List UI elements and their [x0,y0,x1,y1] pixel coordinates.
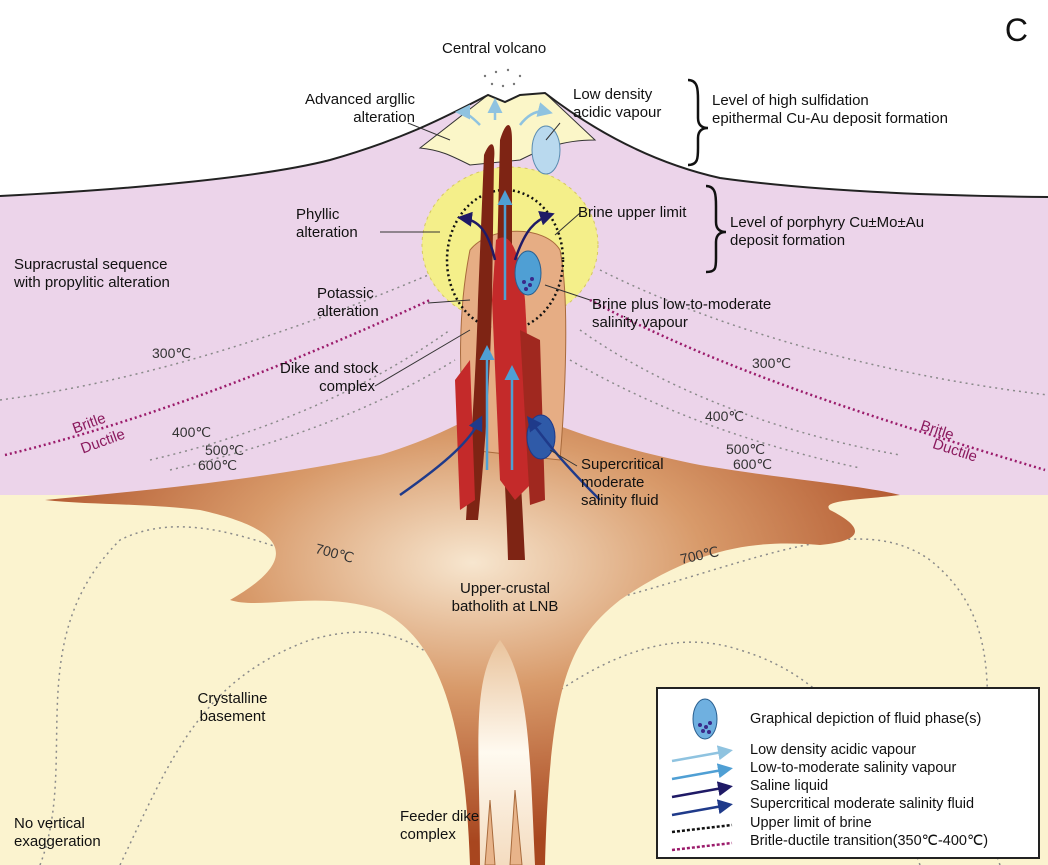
label-line: Potassic [317,285,374,302]
label-line: with propylitic alteration [14,274,170,291]
label-line: basement [199,708,266,725]
label-line: exaggeration [14,833,101,850]
label-line: Supracrustal sequence [14,256,168,273]
label-line: Brine plus low-to-moderate [592,296,772,313]
temp-600-right: 600℃ [733,456,773,472]
label-line: batholith at LNB [451,598,559,615]
legend-arrow-dark-icon [671,781,733,799]
fluid-phase-icon [692,698,718,740]
label-line: Supercritical [581,456,664,473]
label-line: Dike and stock [280,360,379,377]
feeder-dikes [484,789,523,865]
label-line: deposit formation [730,232,846,249]
label-line: salinity vapour [592,314,688,331]
label-line: complex [400,826,456,843]
legend-item: Low density acidic vapour [750,742,917,758]
label-line: Low density [573,86,653,103]
label-brine-upper-limit: Brine upper limit [578,204,687,221]
legend-item: Upper limit of brine [750,815,872,831]
label-line: alteration [317,303,379,320]
legend-item: Saline liquid [750,778,829,794]
label-line: alteration [296,224,358,241]
label-line: epithermal Cu-Au deposit formation [712,110,948,127]
label-line: Phyllic [296,206,340,223]
label-line: No vertical [14,815,85,832]
fluid-flow-arrows [399,98,601,501]
label-line: Crystalline [197,690,268,707]
high-sulfidation-brace [687,78,709,167]
brine-vapour-fluid-phase [514,250,542,296]
volcanic-plume-dots [483,68,522,88]
legend-item: Britle-ductile transition(350℃-400℃) [750,833,989,849]
legend-symbols [671,698,733,852]
label-line: salinity fluid [581,492,659,509]
panel-letter: C [1004,12,1028,48]
temp-300-left: 300℃ [152,345,192,361]
temp-500-left: 500℃ [205,442,245,458]
label-line: acidic vapour [573,104,662,121]
legend-arrow-light-icon [671,745,733,763]
leader-lines [374,122,591,467]
label-line: Upper-crustal [459,580,551,597]
label-line: alteration [353,109,415,126]
temp-400-left: 400℃ [172,424,212,440]
temp-400-right: 400℃ [705,408,745,424]
ground-surface-line [0,91,1048,198]
legend-item: Low-to-moderate salinity vapour [750,760,957,776]
label-line: Feeder dike [400,808,480,825]
temp-500-right: 500℃ [726,441,766,457]
temp-300-right: 300℃ [752,355,792,371]
britle-ductile-transition-line [4,298,1046,472]
temp-600-left: 600℃ [198,457,238,473]
label-line: moderate [581,474,645,491]
label-line: Advanced argllic [304,91,415,108]
legend-item: Graphical depiction of fluid phase(s) [750,711,982,727]
legend-arrow-navy-icon [671,799,733,817]
label-line: Level of high sulfidation [712,92,869,109]
porphyry-brace [705,184,727,274]
batholith-stem [478,640,535,865]
legend-dotted-black-icon [671,823,733,834]
legend-item: Supercritical moderate salinity fluid [750,796,975,812]
legend-dotted-purple-icon [671,841,733,852]
label-central-volcano: Central volcano [442,40,547,57]
legend: Graphical depiction of fluid phase(s) Lo… [656,687,1040,859]
legend-arrow-mid-icon [671,763,733,781]
vapour-fluid-phase [531,125,561,175]
label-line: complex [319,378,375,395]
upper-crustal-batholith [45,400,900,865]
label-line: Level of porphyry Cu±Mo±Au [730,214,925,231]
